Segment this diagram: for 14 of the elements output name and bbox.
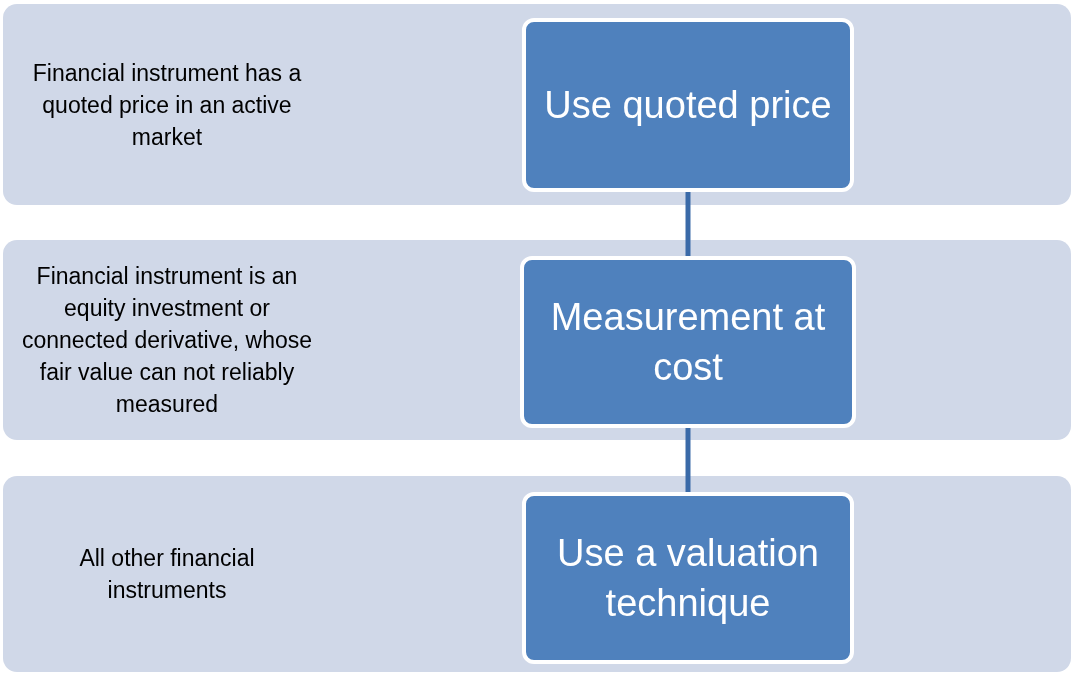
condition-text: All other financial instruments — [78, 544, 256, 605]
connector-line — [685, 190, 691, 258]
condition-text: Financial instrument is an equity investment or connected derivative, whose fair value can not reliably measured — [20, 262, 314, 419]
condition-text: Financial instrument has a quoted price in an active market — [31, 58, 303, 152]
row-band — [3, 476, 1071, 672]
step-label: Measurement at cost — [549, 295, 827, 390]
connector-line — [685, 426, 691, 494]
row-band — [3, 4, 1071, 205]
process-box — [522, 18, 854, 192]
step-label: Use a valuation technique — [556, 531, 820, 626]
row-band — [3, 240, 1071, 440]
process-box — [520, 256, 856, 428]
process-box — [522, 492, 854, 664]
step-label: Use quoted price — [543, 83, 833, 128]
